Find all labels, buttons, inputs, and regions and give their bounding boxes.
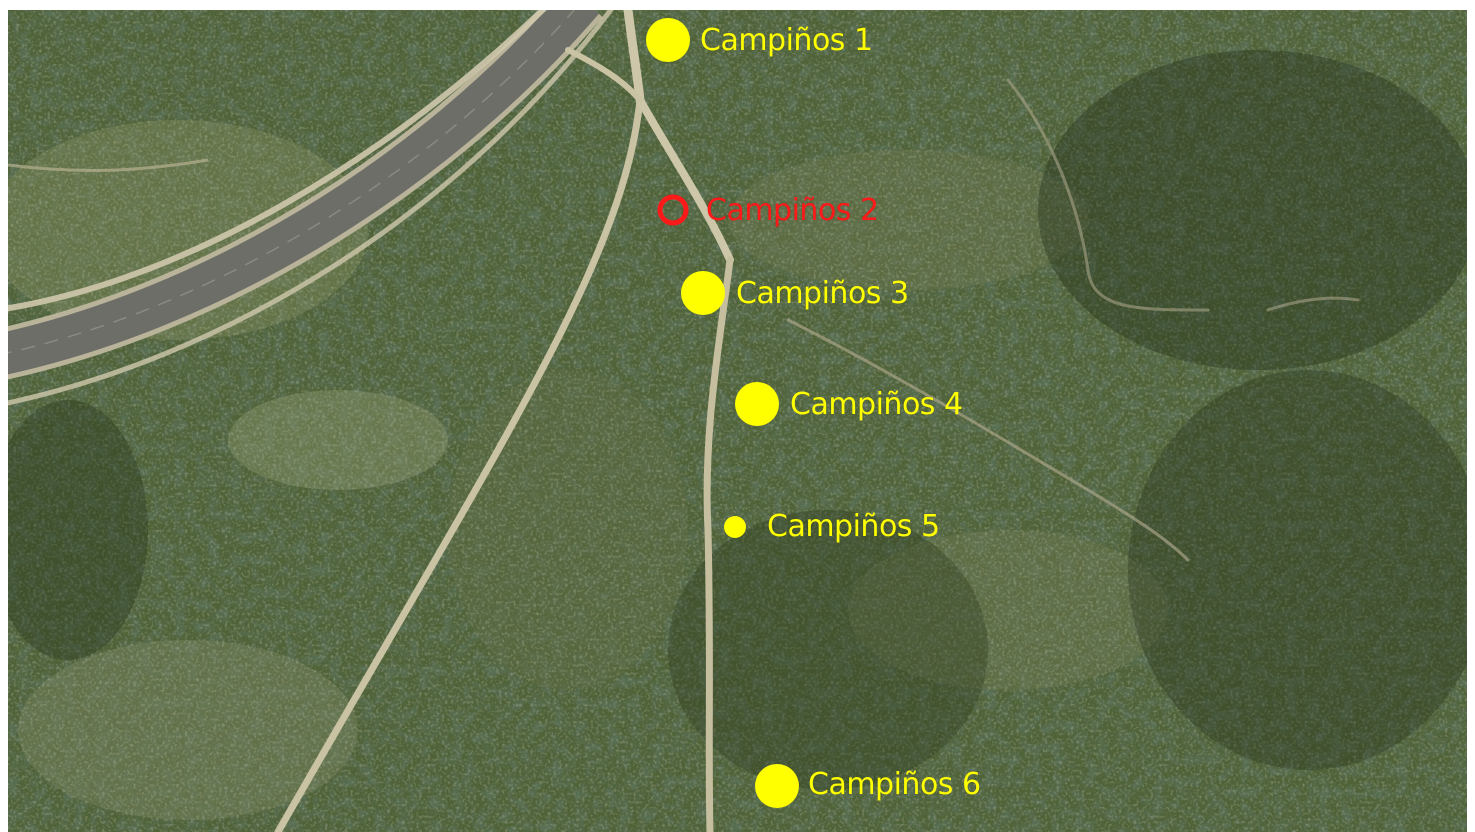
label-campinos-5: Campiños 5 xyxy=(767,509,940,544)
marker-campinos-5[interactable] xyxy=(724,516,746,538)
label-campinos-2: Campiños 2 xyxy=(706,193,879,228)
marker-campinos-4[interactable] xyxy=(735,382,779,426)
aerial-photo xyxy=(8,10,1467,832)
marker-campinos-6[interactable] xyxy=(755,764,799,808)
label-campinos-1: Campiños 1 xyxy=(700,23,873,58)
forest-shade xyxy=(8,50,1467,790)
label-campinos-4: Campiños 4 xyxy=(790,387,963,422)
marker-campinos-2[interactable] xyxy=(657,194,689,226)
marker-campinos-3[interactable] xyxy=(681,271,725,315)
label-campinos-6: Campiños 6 xyxy=(808,767,981,802)
marker-campinos-1[interactable] xyxy=(646,18,690,62)
dirt-tracks xyxy=(274,10,1360,832)
aerial-imagery xyxy=(8,10,1467,832)
label-campinos-3: Campiños 3 xyxy=(736,276,909,311)
highway xyxy=(8,10,614,406)
